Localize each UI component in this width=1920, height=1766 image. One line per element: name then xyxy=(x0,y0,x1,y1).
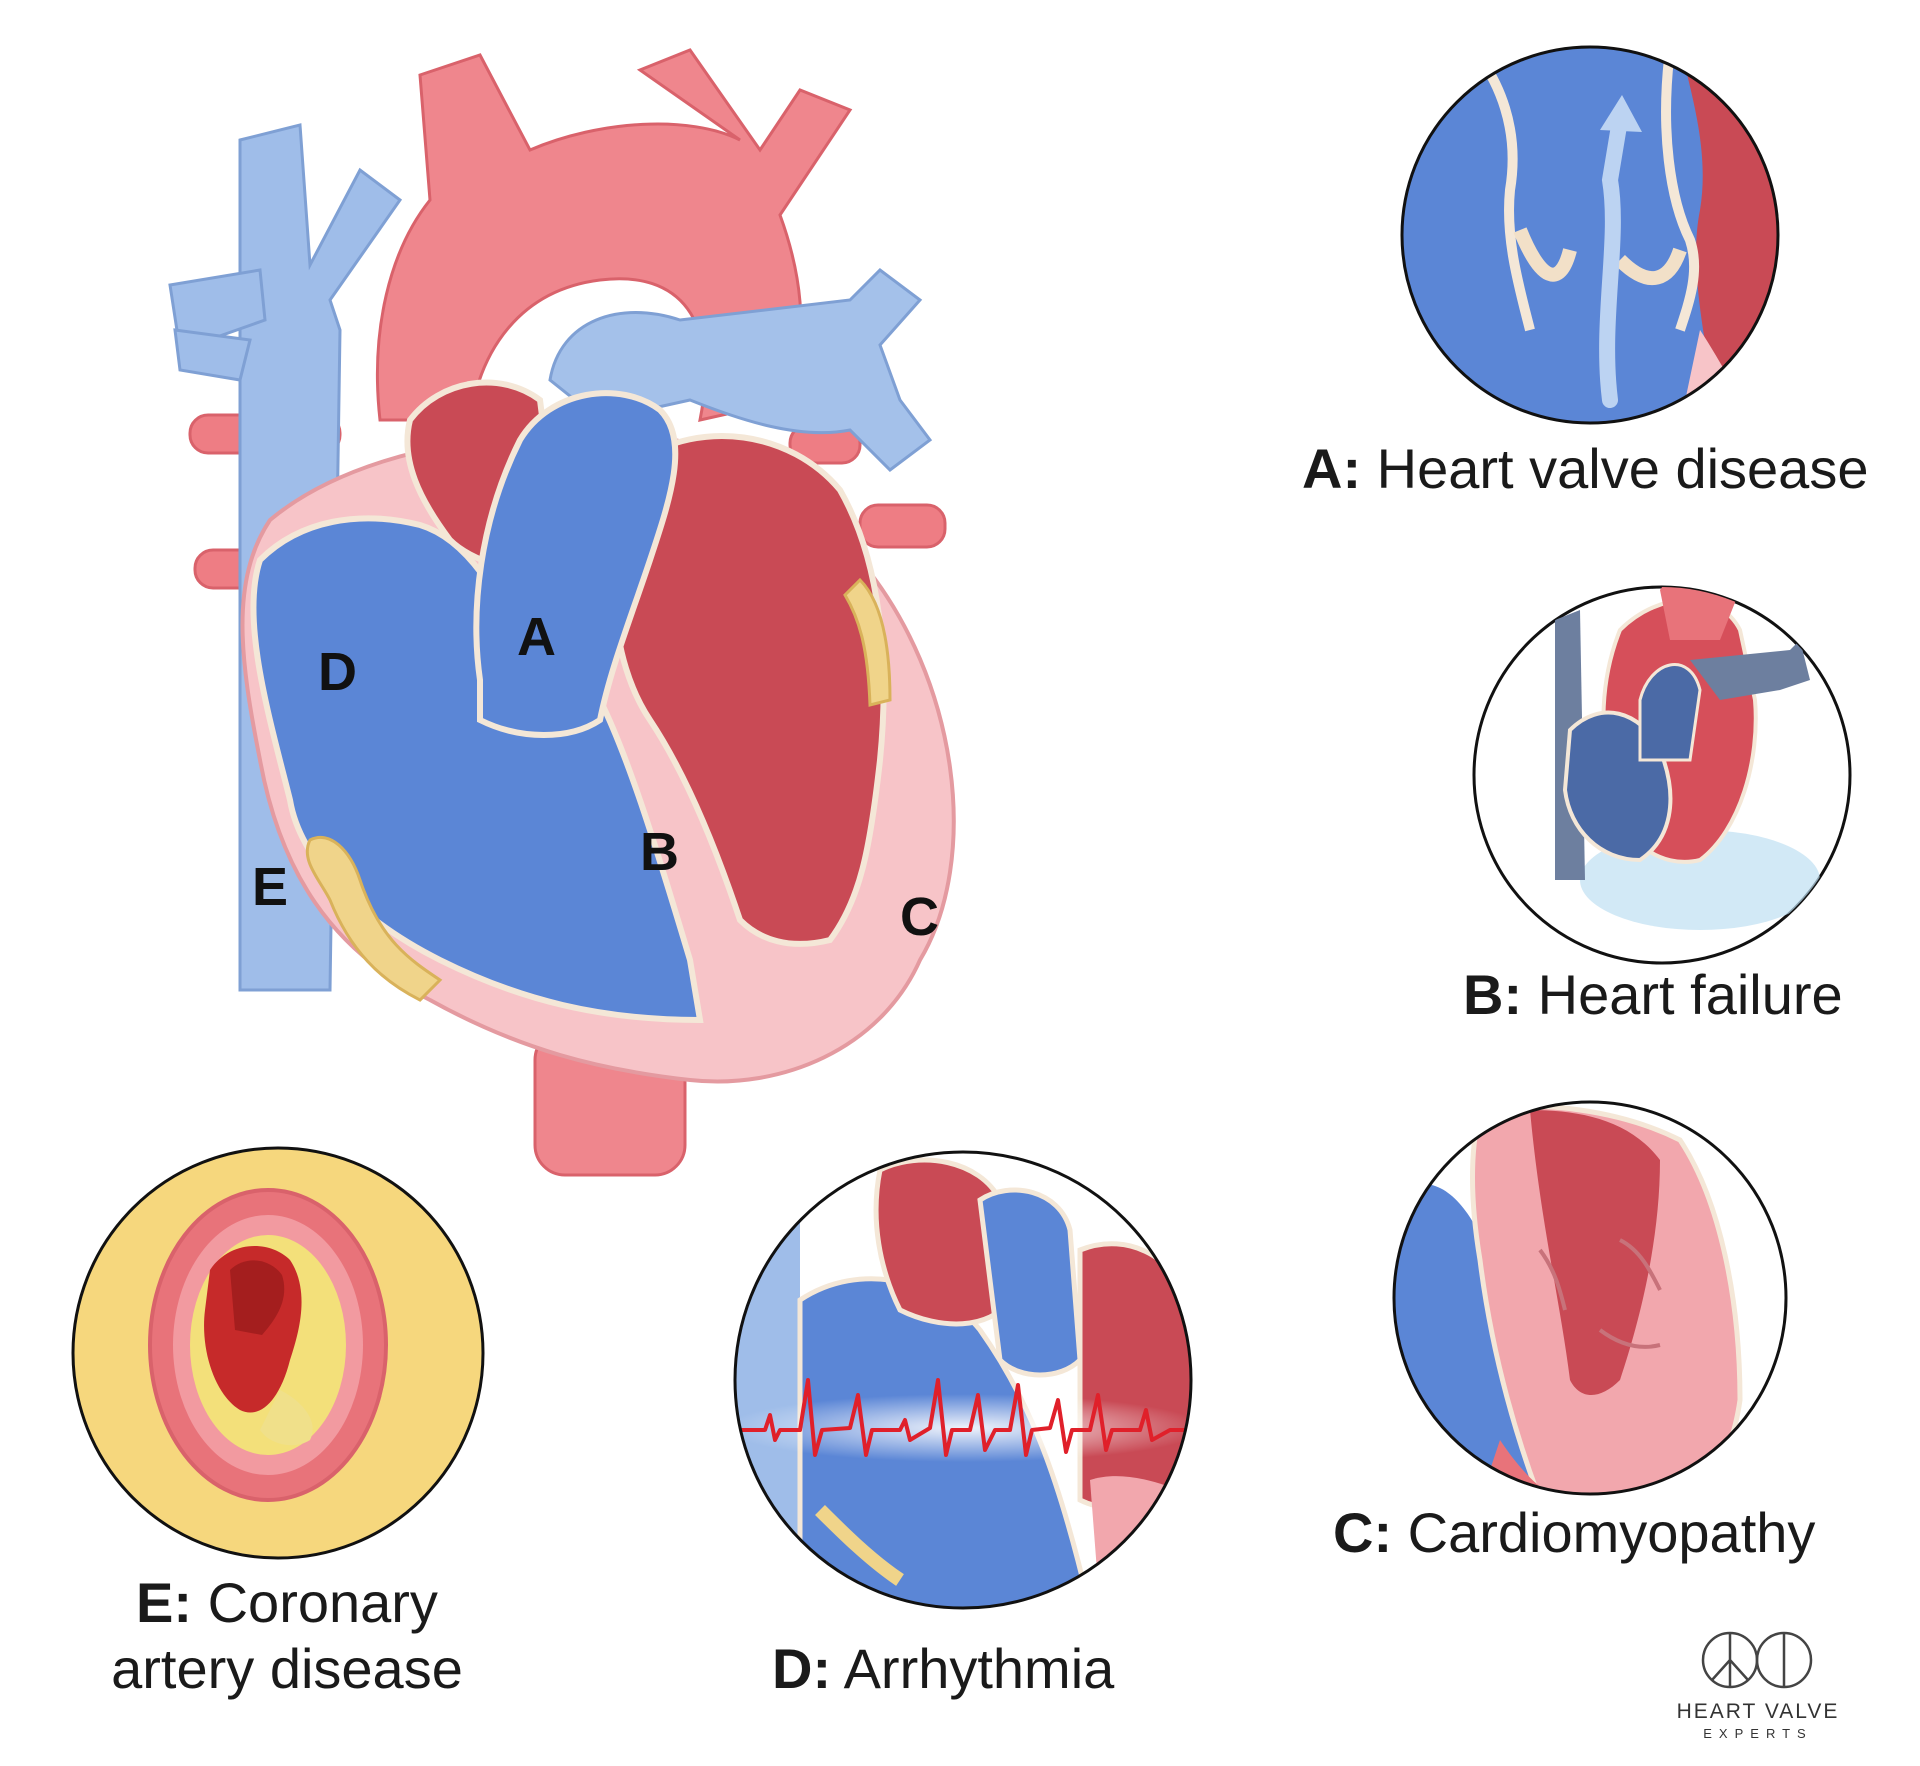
inset-coronary-artery xyxy=(71,1146,485,1560)
caption-a-text: Heart valve disease xyxy=(1376,437,1869,500)
caption-b-letter: B: xyxy=(1463,963,1523,1026)
caption-b: B: Heart failure xyxy=(1463,962,1843,1028)
caption-d: D: Arrhythmia xyxy=(772,1636,1114,1702)
heart-label-b: B xyxy=(640,822,679,882)
caption-d-text: Arrhythmia xyxy=(843,1637,1115,1700)
inset-heart-valve xyxy=(1400,45,1780,425)
coronary-artery-left xyxy=(843,577,892,707)
right-outflow-tract xyxy=(473,390,679,738)
caption-e-text-line1: Coronary xyxy=(207,1571,438,1634)
logo-name: HEART VALVE xyxy=(1676,1700,1840,1723)
caption-c-letter: C: xyxy=(1333,1501,1393,1564)
coronary-artery xyxy=(305,835,443,1002)
caption-e: E: Coronary artery disease xyxy=(92,1570,482,1702)
heart-label-d: D xyxy=(318,642,357,702)
caption-a: A: Heart valve disease xyxy=(1302,436,1868,502)
caption-e-line1: E: Coronary xyxy=(92,1570,482,1636)
inset-cardiomyopathy xyxy=(1392,1100,1788,1496)
left-ventricle xyxy=(611,433,887,947)
inset-arrhythmia xyxy=(733,1150,1193,1610)
heart-label-c: C xyxy=(900,887,939,947)
pulmonary-artery xyxy=(548,268,933,472)
caption-e-letter: E: xyxy=(136,1571,193,1634)
logo-sub: EXPERTS xyxy=(1703,1726,1813,1741)
main-heart: A B C D E xyxy=(168,48,956,1177)
caption-d-letter: D: xyxy=(772,1637,832,1700)
caption-c: C: Cardiomyopathy xyxy=(1333,1500,1815,1566)
heart-valve-experts-logo-mark xyxy=(1701,1631,1813,1689)
caption-e-text-line2: artery disease xyxy=(111,1637,463,1700)
heart-label-a: A xyxy=(517,607,556,667)
caption-a-letter: A: xyxy=(1302,437,1362,500)
inset-heart-failure xyxy=(1472,585,1852,965)
caption-b-text: Heart failure xyxy=(1537,963,1843,1026)
caption-c-text: Cardiomyopathy xyxy=(1407,1501,1816,1564)
heart-label-e: E xyxy=(252,857,288,917)
